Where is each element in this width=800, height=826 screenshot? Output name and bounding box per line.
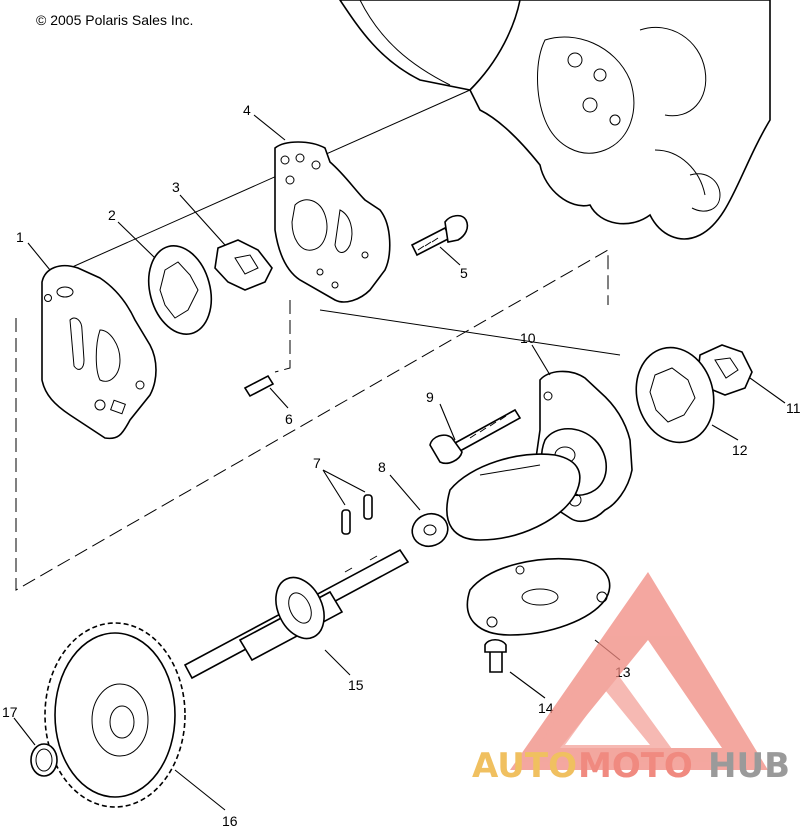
alignment-lines (15, 89, 621, 591)
watermark-auto: AUTO (472, 746, 577, 786)
callout-9: 9 (426, 389, 434, 405)
copyright-notice: © 2005 Polaris Sales Inc. (36, 12, 194, 28)
part-13-gasket (466, 557, 611, 636)
watermark-logo (510, 572, 768, 770)
part-2-outer-rotor (147, 245, 213, 335)
part-4-pump-plate (274, 141, 391, 303)
callout-16: 16 (222, 813, 238, 826)
part-3-inner-rotor (214, 239, 273, 291)
callout-11: 11 (786, 400, 800, 416)
part-8-washer (411, 512, 449, 548)
engine-case (339, 0, 771, 240)
callout-7: 7 (313, 455, 321, 471)
watermark-moto: MOTO (578, 746, 693, 786)
callout-17: 17 (2, 704, 18, 720)
callout-1: 1 (16, 229, 24, 245)
callout-14: 14 (538, 700, 554, 716)
callout-4: 4 (243, 102, 251, 118)
part-9-long-bolt (429, 408, 522, 465)
part-6-dowel-pin (243, 374, 275, 398)
part-12-outer-rotor (635, 346, 715, 444)
part-5-bolt (410, 214, 469, 257)
callout-3: 3 (172, 179, 180, 195)
part-14-screw (484, 638, 507, 673)
part-17-circlip (30, 743, 58, 777)
callout-labels: 1 2 3 4 5 6 7 8 9 10 11 12 13 14 15 16 1… (2, 102, 800, 826)
part-16-gear (44, 622, 186, 808)
watermark-hub: HUB (708, 746, 790, 786)
watermark-text: AUTO MOTO HUB (472, 746, 790, 786)
callout-2: 2 (108, 207, 116, 223)
part-15-drive-shaft (183, 548, 410, 680)
callout-8: 8 (378, 459, 386, 475)
callout-10: 10 (520, 330, 536, 346)
strainer-plate (446, 453, 581, 541)
part-1-pump-housing (41, 264, 157, 440)
part-7-pins (341, 494, 373, 535)
callout-15: 15 (348, 677, 364, 693)
callout-6: 6 (285, 411, 293, 427)
callout-5: 5 (460, 265, 468, 281)
callout-12: 12 (732, 442, 748, 458)
